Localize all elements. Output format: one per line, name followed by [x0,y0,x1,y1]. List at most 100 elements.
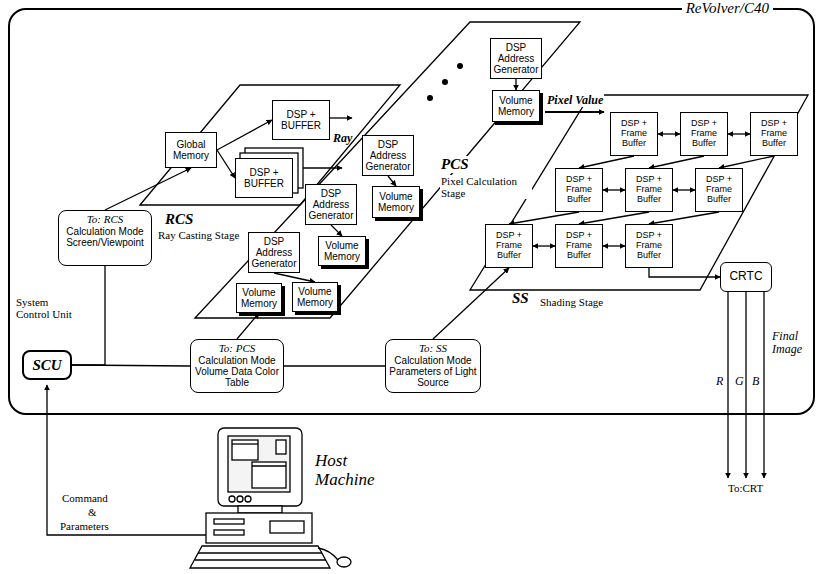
output-note: To:CRT [728,482,763,494]
box-body: Calculation Mode Screen/Viewpoint [62,226,148,248]
host-computer [228,436,290,492]
box-title: DSP + Frame Buffer [628,175,670,205]
box-body: Calculation Mode Parameters of Light Sou… [389,355,477,388]
memory-box: Volume Memory [236,283,282,313]
parameter-box: To: SSCalculation Mode Parameters of Lig… [385,339,481,393]
output-note: Final Image [772,330,812,356]
box-body: Address Generator [251,247,297,269]
box-title: Volume Memory [295,286,335,308]
box-title: SCU [26,357,68,374]
dsp-box: DSPAddress Generator [490,38,542,79]
box-title: DSP + Frame Buffer [558,175,600,205]
box-title: DSP [251,236,297,247]
box-title: Volume Memory [375,191,417,213]
host-computer [218,428,302,506]
connector [649,156,704,168]
system-housing: ReVolver/C40Global MemoryDSP + BUFFERDSP… [8,8,815,415]
signal-name: B [752,375,759,388]
box-title: Global Memory [168,139,214,161]
box-body: Calculation Mode Volume Data Color Table [194,355,280,388]
box-title: DSP + Frame Buffer [683,119,725,149]
signal-name: R [716,375,723,388]
host-computer [252,462,286,488]
frame-buffer-box: DSP + Frame Buffer [680,112,728,156]
connector [603,245,625,246]
box-title: DSP [365,139,411,150]
frame-buffer-box: DSP + Frame Buffer [625,224,673,268]
continuation-dots [427,63,463,101]
connector [515,79,516,90]
box-title: DSP + Frame Buffer [698,175,740,205]
box-title: CRTC [723,270,769,283]
frame-buffer-box: DSP + Frame Buffer [625,168,673,212]
connector [509,212,579,224]
connector [274,273,315,282]
host-computer [232,443,258,444]
box-title: DSP + Frame Buffer [613,119,655,149]
box-title: DSP + Frame Buffer [628,231,670,261]
dsp-buffer-box: DSP + BUFFER [235,158,293,198]
host-computer [229,496,235,502]
memory-box: Volume Memory [492,90,540,122]
stage-plane [140,85,400,205]
connector [649,268,720,277]
host-computer [270,521,304,533]
box-body: Address Generator [308,199,354,221]
box-title: DSP + BUFFER [238,167,290,189]
host-computer [195,559,326,560]
dsp-box: DSPAddress Generator [248,232,300,273]
frame-buffer-box: DSP + Frame Buffer [485,224,533,268]
memory-box: Volume Memory [372,186,420,218]
continuation-dots [427,95,433,101]
connector [533,245,555,246]
connector [284,365,385,366]
host-computer [337,557,351,567]
rgb-wire [728,292,764,478]
connector [603,189,625,190]
box-title: To: RCS [62,213,148,225]
box-title: ReVolver/C40 [682,0,773,17]
box-title: DSP [308,188,354,199]
box-title: To: SS [389,342,477,354]
ray-arrow [330,117,352,118]
signal-name: Pixel Value [546,94,604,107]
connector [217,150,235,178]
rgb-wire [745,292,746,478]
stage-plane [140,22,808,318]
stage-plane [195,22,580,318]
connector [658,133,680,134]
continuation-dots [457,63,463,69]
command-wire [47,385,210,535]
parameter-box: To: RCSCalculation Mode Screen/Viewpoint [58,210,152,266]
host-computer [214,519,244,524]
dsp-buffer-box: DSP + BUFFER [272,100,330,140]
rgb-wire [763,292,764,478]
stage-name: PCS [440,156,470,173]
connector [217,120,272,150]
box-title: Volume Memory [321,240,363,262]
host-computer [237,496,243,502]
frame-buffer-box: DSP + Frame Buffer [555,224,603,268]
frame-buffer-box: DSP + Frame Buffer [695,168,743,212]
dsp-box: DSPAddress Generator [305,184,357,225]
host-computer [276,440,286,454]
host-computer [206,513,312,543]
connector [388,176,396,186]
host-computer [232,440,258,460]
parameter-box: To: PCSCalculation Mode Volume Data Colo… [190,339,284,393]
dsp-box: DSPAddress Generator [362,135,414,176]
connector [728,133,750,134]
host-computer [238,506,282,513]
box-title: DSP + Frame Buffer [488,231,530,261]
connector [579,212,649,224]
box-title: To: PCS [194,342,280,354]
connector [649,212,719,224]
connector [72,266,105,365]
box-title: DSP + Frame Buffer [753,119,795,149]
memory-box: Volume Memory [318,236,366,266]
box-title: DSP + BUFFER [275,109,327,131]
frame-buffer-box: DSP + Frame Buffer [555,168,603,212]
